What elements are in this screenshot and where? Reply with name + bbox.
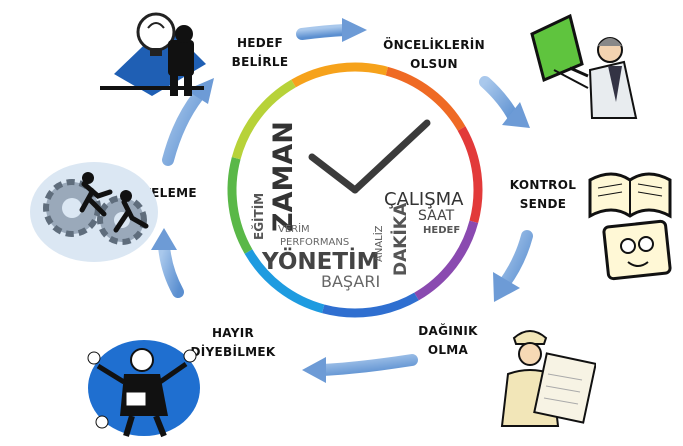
clock-ring-segment: [322, 292, 419, 318]
clock-ring-segment: [231, 79, 296, 160]
word-egitim: EĞİTİM: [251, 193, 266, 240]
word-verim: VERİM: [278, 222, 310, 235]
clock-ring-segment: [227, 157, 253, 254]
clock-ring-segment: [414, 220, 479, 301]
step-daginik-label: DAĞINIK OLMA: [418, 324, 478, 357]
word-hedef: HEDEF: [423, 225, 460, 236]
word-dakika: DAKİKA: [389, 202, 411, 276]
word-saat: SAAT: [418, 208, 455, 224]
word-basari: BAŞARI: [321, 272, 380, 291]
clock-ring: [227, 62, 483, 318]
lightbulb-man-icon: [100, 12, 206, 96]
clock-ring-segment: [385, 66, 466, 131]
arrow-right-lower: [493, 230, 533, 302]
word-performans: PERFORMANS: [280, 237, 349, 248]
arrow-left-lower: [151, 228, 184, 298]
clock-ring-segment: [291, 62, 388, 88]
juggler-icon: [87, 340, 200, 438]
clock-ring-segment: [244, 249, 325, 314]
teacher-board-icon: [530, 13, 638, 119]
hour-hand: [308, 153, 359, 194]
clock-hands: [308, 119, 431, 194]
arrow-bottom: [302, 354, 418, 383]
gear-runners-icon: [30, 162, 158, 262]
arrow-top: [296, 18, 367, 42]
step-hedef-label: HEDEF BELİRLE: [231, 36, 289, 69]
book-monitor-icon: [588, 172, 672, 281]
arrow-left-upper: [162, 78, 214, 166]
step-kontrol-label: KONTROL SENDE: [509, 178, 577, 211]
architect-plans-icon: [500, 330, 596, 427]
step-oncelik-label: ÖNCELİKLERİN OLSUN: [383, 38, 485, 71]
word-yonetim: YÖNETİM: [261, 247, 379, 275]
clock-ring-segment: [457, 126, 483, 223]
minute-hand: [351, 119, 431, 194]
step-hayir-label: HAYIR DİYEBİLMEK: [190, 326, 276, 359]
clock-word-cloud: ZAMAN EĞİTİM VERİM PERFORMANS YÖNETİM BA…: [251, 121, 464, 291]
arrow-right-upper: [479, 76, 530, 128]
word-zaman: ZAMAN: [268, 121, 299, 232]
word-analiz: ANALİZ: [372, 225, 385, 262]
word-calisma: ÇALIŞMA: [384, 189, 464, 210]
